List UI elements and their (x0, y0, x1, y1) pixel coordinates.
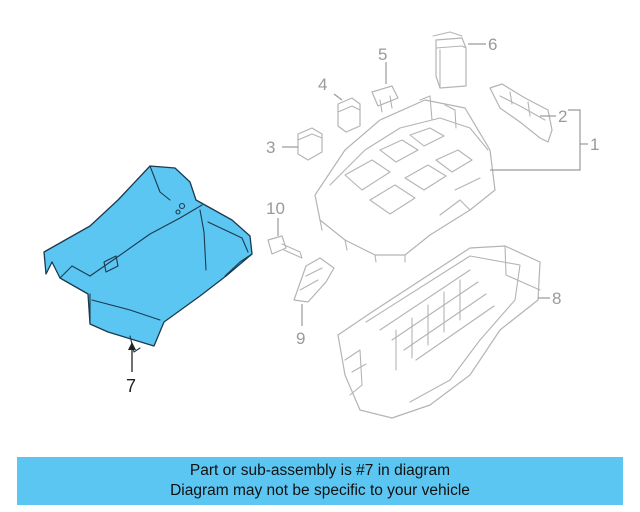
callout-7: 7 (126, 376, 136, 396)
part-3-clip (297, 127, 323, 161)
part-6-relay (432, 31, 467, 89)
part-7-fuse-box-cover (43, 165, 253, 353)
part-8-lower-housing (337, 245, 541, 419)
parts-diagram: 6 5 4 3 2 1 10 9 8 7 (43, 31, 599, 419)
part-9-clip (293, 257, 335, 303)
part-1-fuse-box-body (314, 95, 496, 263)
info-banner: Part or sub-assembly is #7 in diagram Di… (17, 457, 623, 505)
callout-8: 8 (552, 289, 561, 308)
callout-5: 5 (378, 45, 387, 64)
part-10-bolt (267, 235, 303, 259)
callout-1: 1 (590, 135, 599, 154)
callout-9: 9 (296, 329, 305, 348)
part-4-small-relay (337, 97, 361, 133)
callout-6: 6 (488, 35, 497, 54)
banner-line-part-number: Part or sub-assembly is #7 in diagram (189, 462, 451, 479)
banner-line-disclaimer: Diagram may not be specific to your vehi… (170, 482, 470, 499)
leader-lines (128, 43, 588, 372)
callout-2: 2 (558, 107, 567, 126)
part-5-fuse (371, 85, 399, 113)
callout-10: 10 (266, 199, 285, 218)
callout-4: 4 (318, 75, 327, 94)
callout-3: 3 (266, 138, 275, 157)
part-2-bracket (489, 83, 553, 143)
